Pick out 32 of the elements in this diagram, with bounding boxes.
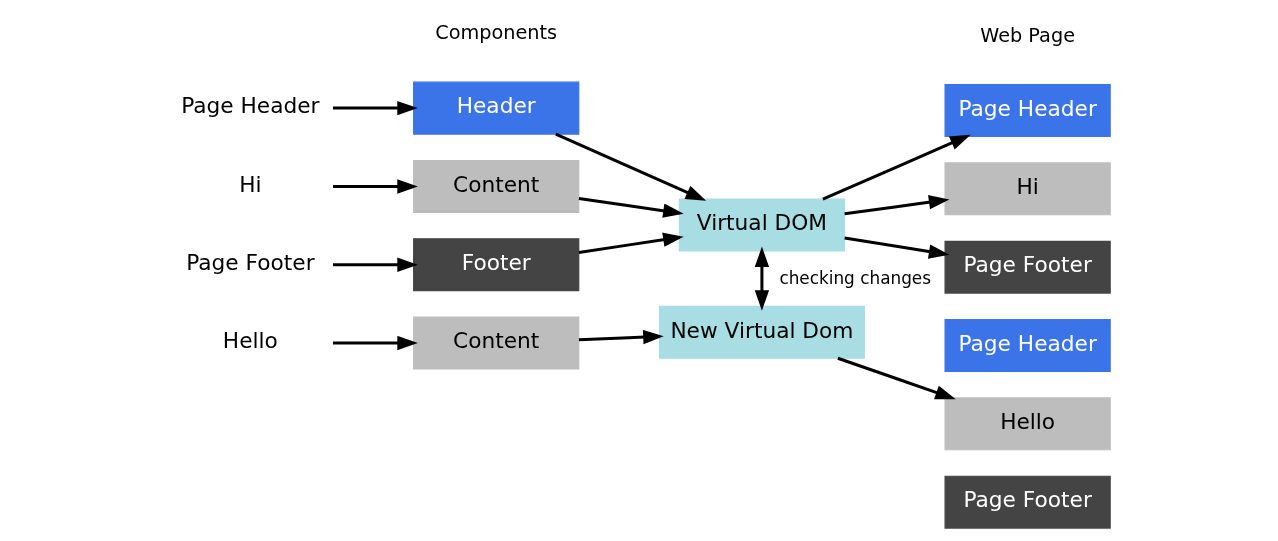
arrow [332, 257, 418, 272]
arrow [555, 132, 707, 201]
edge-label: checking changes [779, 267, 932, 288]
node-text: Page Header [181, 93, 320, 119]
node-box: Page Header [944, 84, 1111, 138]
node-box: Content [413, 316, 580, 370]
node-box: Hi [944, 162, 1111, 216]
label: Components [435, 21, 558, 45]
node-box: Page Footer [944, 240, 1111, 294]
node-box: Page Header [944, 319, 1111, 373]
node-box: Footer [413, 238, 580, 292]
arrow [578, 329, 664, 345]
node-box: Hello [944, 397, 1111, 451]
node-text: Hello [222, 328, 278, 354]
arrow [332, 179, 418, 194]
node-box: Content [413, 159, 580, 213]
arrow [837, 356, 956, 400]
arrow [332, 335, 418, 351]
node-text: Page Footer [186, 250, 315, 276]
arrow [578, 196, 684, 218]
label: Web Page [980, 23, 1076, 47]
arrow [844, 195, 950, 216]
arrow [844, 236, 950, 259]
arrow [332, 100, 418, 116]
arrow [754, 246, 770, 311]
arrow [578, 232, 684, 254]
node-box: Header [413, 81, 580, 135]
node-box: New Virtual Dom [658, 305, 865, 359]
arrow [822, 134, 971, 201]
node-box: Page Footer [944, 475, 1111, 529]
node-box: Virtual DOM [678, 198, 846, 252]
node-text: Hi [239, 171, 262, 197]
